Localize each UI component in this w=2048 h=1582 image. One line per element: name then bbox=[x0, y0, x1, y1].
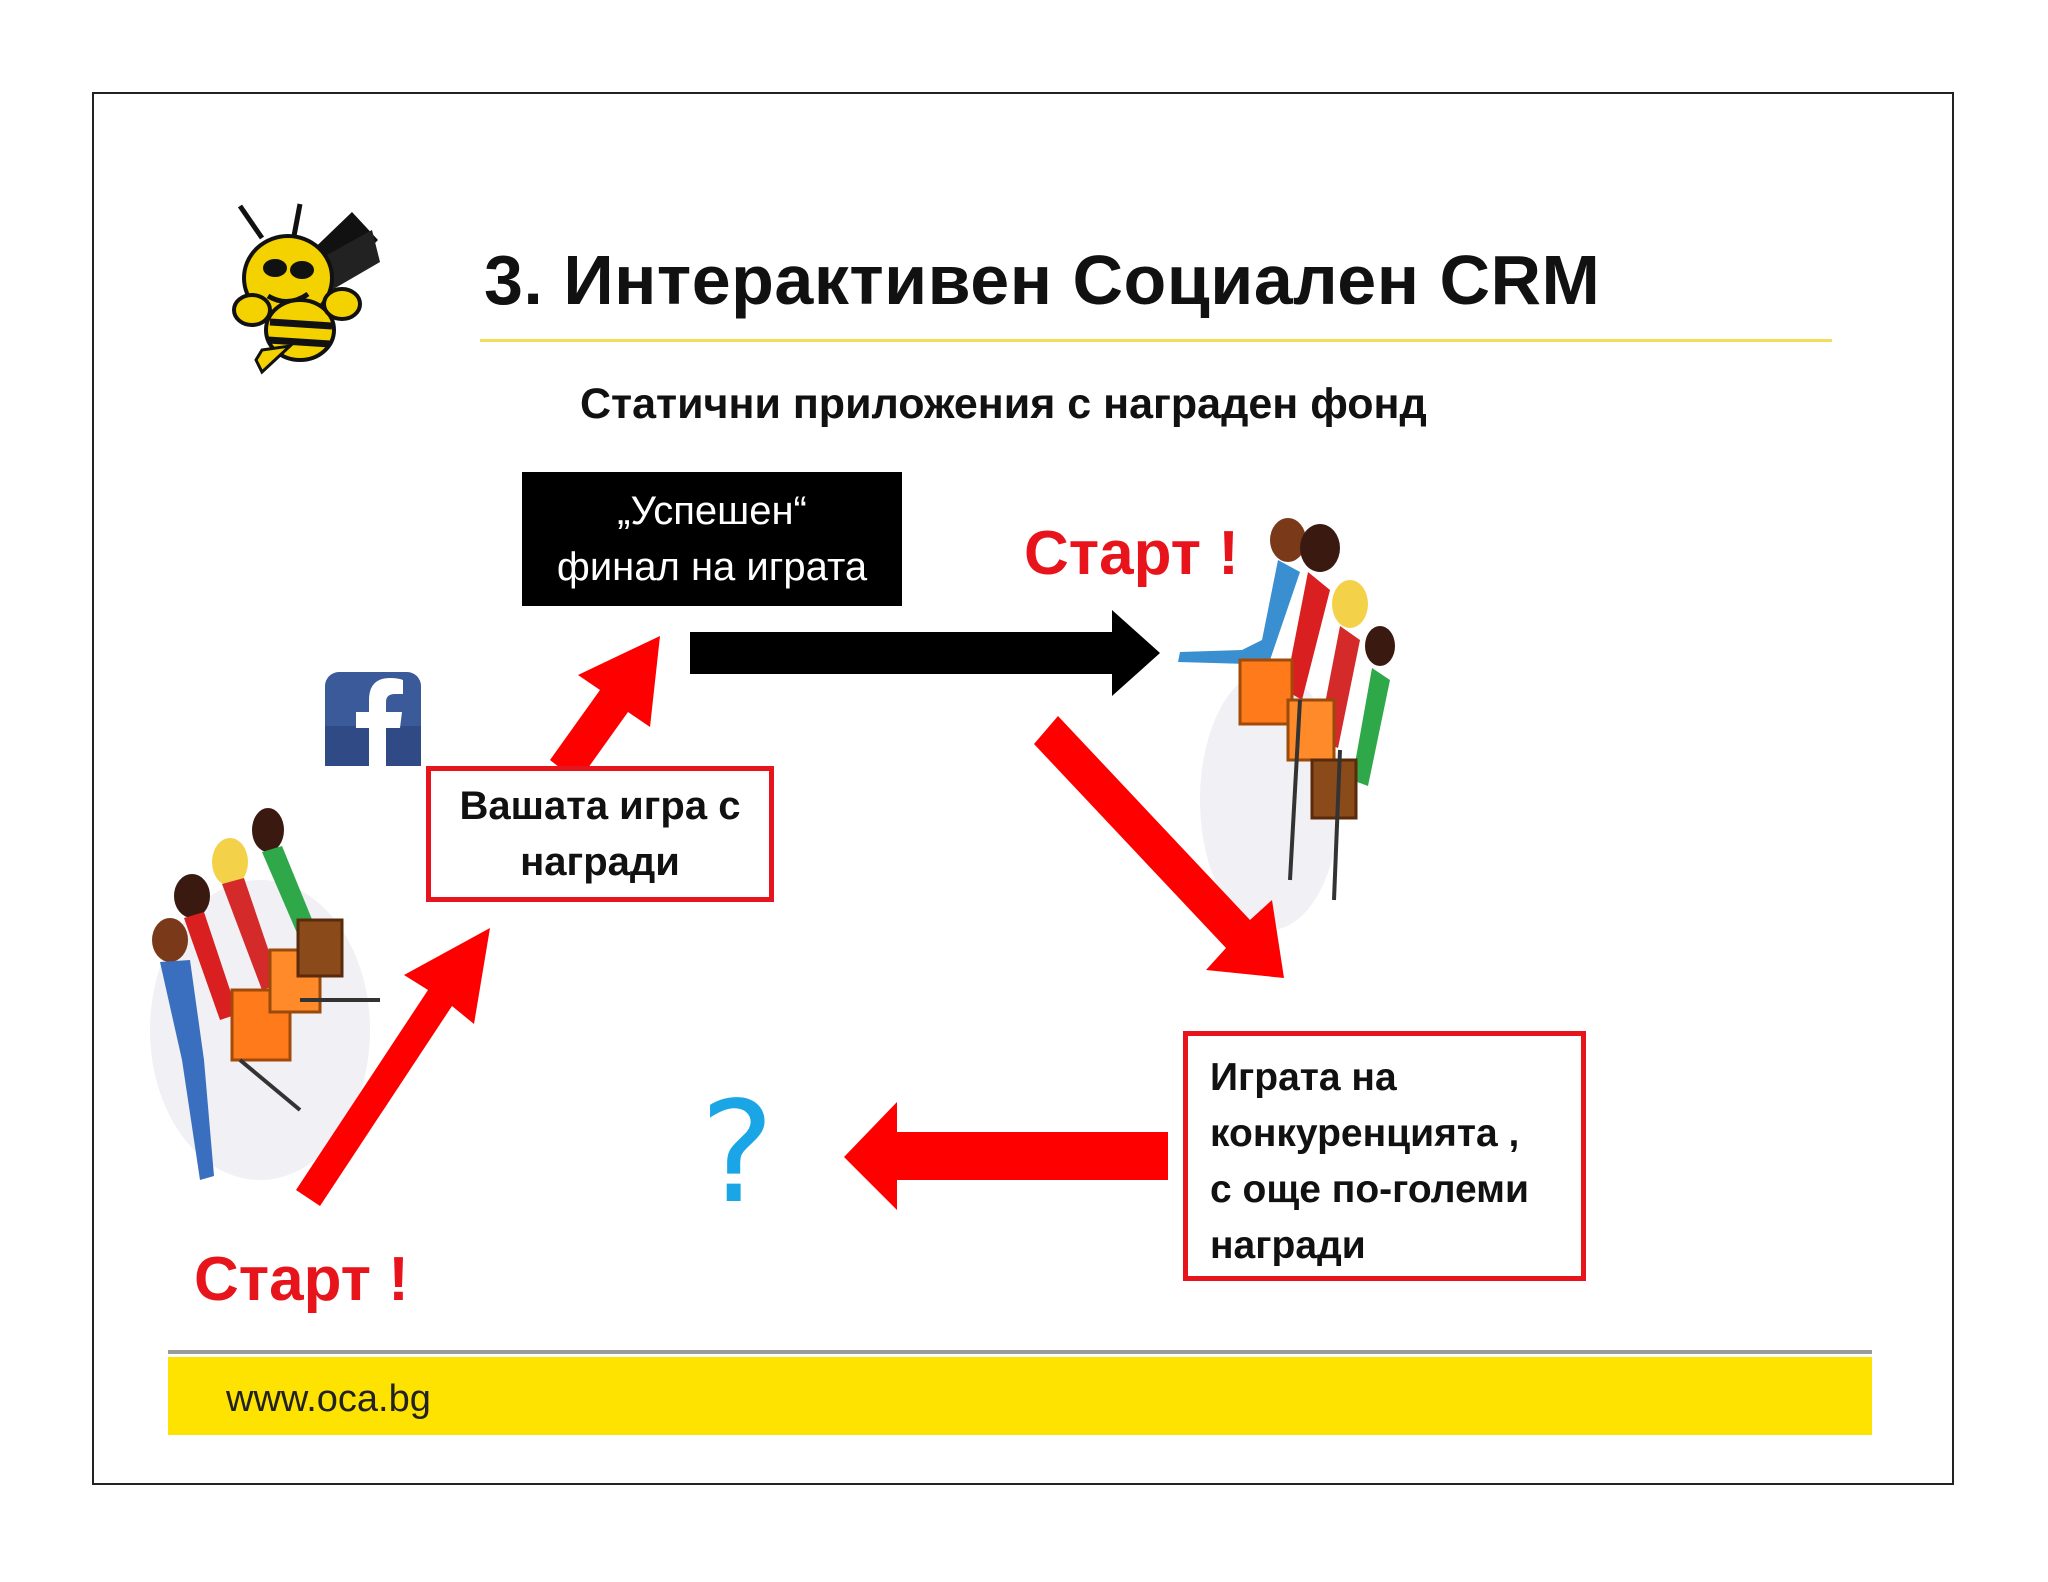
competition-line1: Играта на bbox=[1210, 1056, 1397, 1099]
footer-bar bbox=[168, 1357, 1872, 1435]
facebook-icon[interactable] bbox=[325, 672, 421, 766]
wasp-logo-icon bbox=[232, 203, 380, 375]
your-game-line2: награди bbox=[520, 840, 680, 884]
slide-subtitle: Статични приложения с награден фонд bbox=[580, 380, 1427, 428]
competition-line3: с още по-големи bbox=[1210, 1168, 1529, 1211]
shoppers-bottom-illustration bbox=[150, 808, 380, 1180]
arrow-success-to-start bbox=[690, 610, 1160, 696]
competition-line2: конкуренцията , bbox=[1210, 1112, 1520, 1155]
arrow-start-to-competition bbox=[1034, 716, 1284, 978]
shoppers-top-illustration bbox=[1178, 518, 1395, 930]
your-game-box: Вашата игра с награди bbox=[426, 766, 774, 902]
start-label-top: Старт ! bbox=[1024, 519, 1239, 588]
competition-line4: награди bbox=[1210, 1224, 1366, 1267]
title-underline bbox=[480, 339, 1832, 342]
success-final-box: „Успешен“ финал на играта bbox=[522, 472, 902, 606]
footer-url-link[interactable]: www.oca.bg bbox=[226, 1378, 431, 1420]
slide-frame bbox=[92, 92, 1954, 1485]
arrow-competition-to-question bbox=[844, 1102, 1168, 1210]
slide-title: 3. Интерактивен Социален CRM bbox=[484, 241, 1601, 319]
start-label-bottom: Старт ! bbox=[194, 1245, 409, 1314]
arrow-game-to-success bbox=[550, 636, 660, 782]
question-mark: ? bbox=[700, 1072, 775, 1235]
arrow-start-to-game bbox=[296, 928, 490, 1206]
competition-box: Играта на конкуренцията , с още по-голем… bbox=[1183, 1031, 1586, 1281]
footer-rule bbox=[168, 1350, 1872, 1354]
success-final-line1: „Успешен“ bbox=[617, 489, 807, 533]
your-game-line1: Вашата игра с bbox=[459, 784, 741, 828]
success-final-line2: финал на играта bbox=[556, 545, 868, 589]
